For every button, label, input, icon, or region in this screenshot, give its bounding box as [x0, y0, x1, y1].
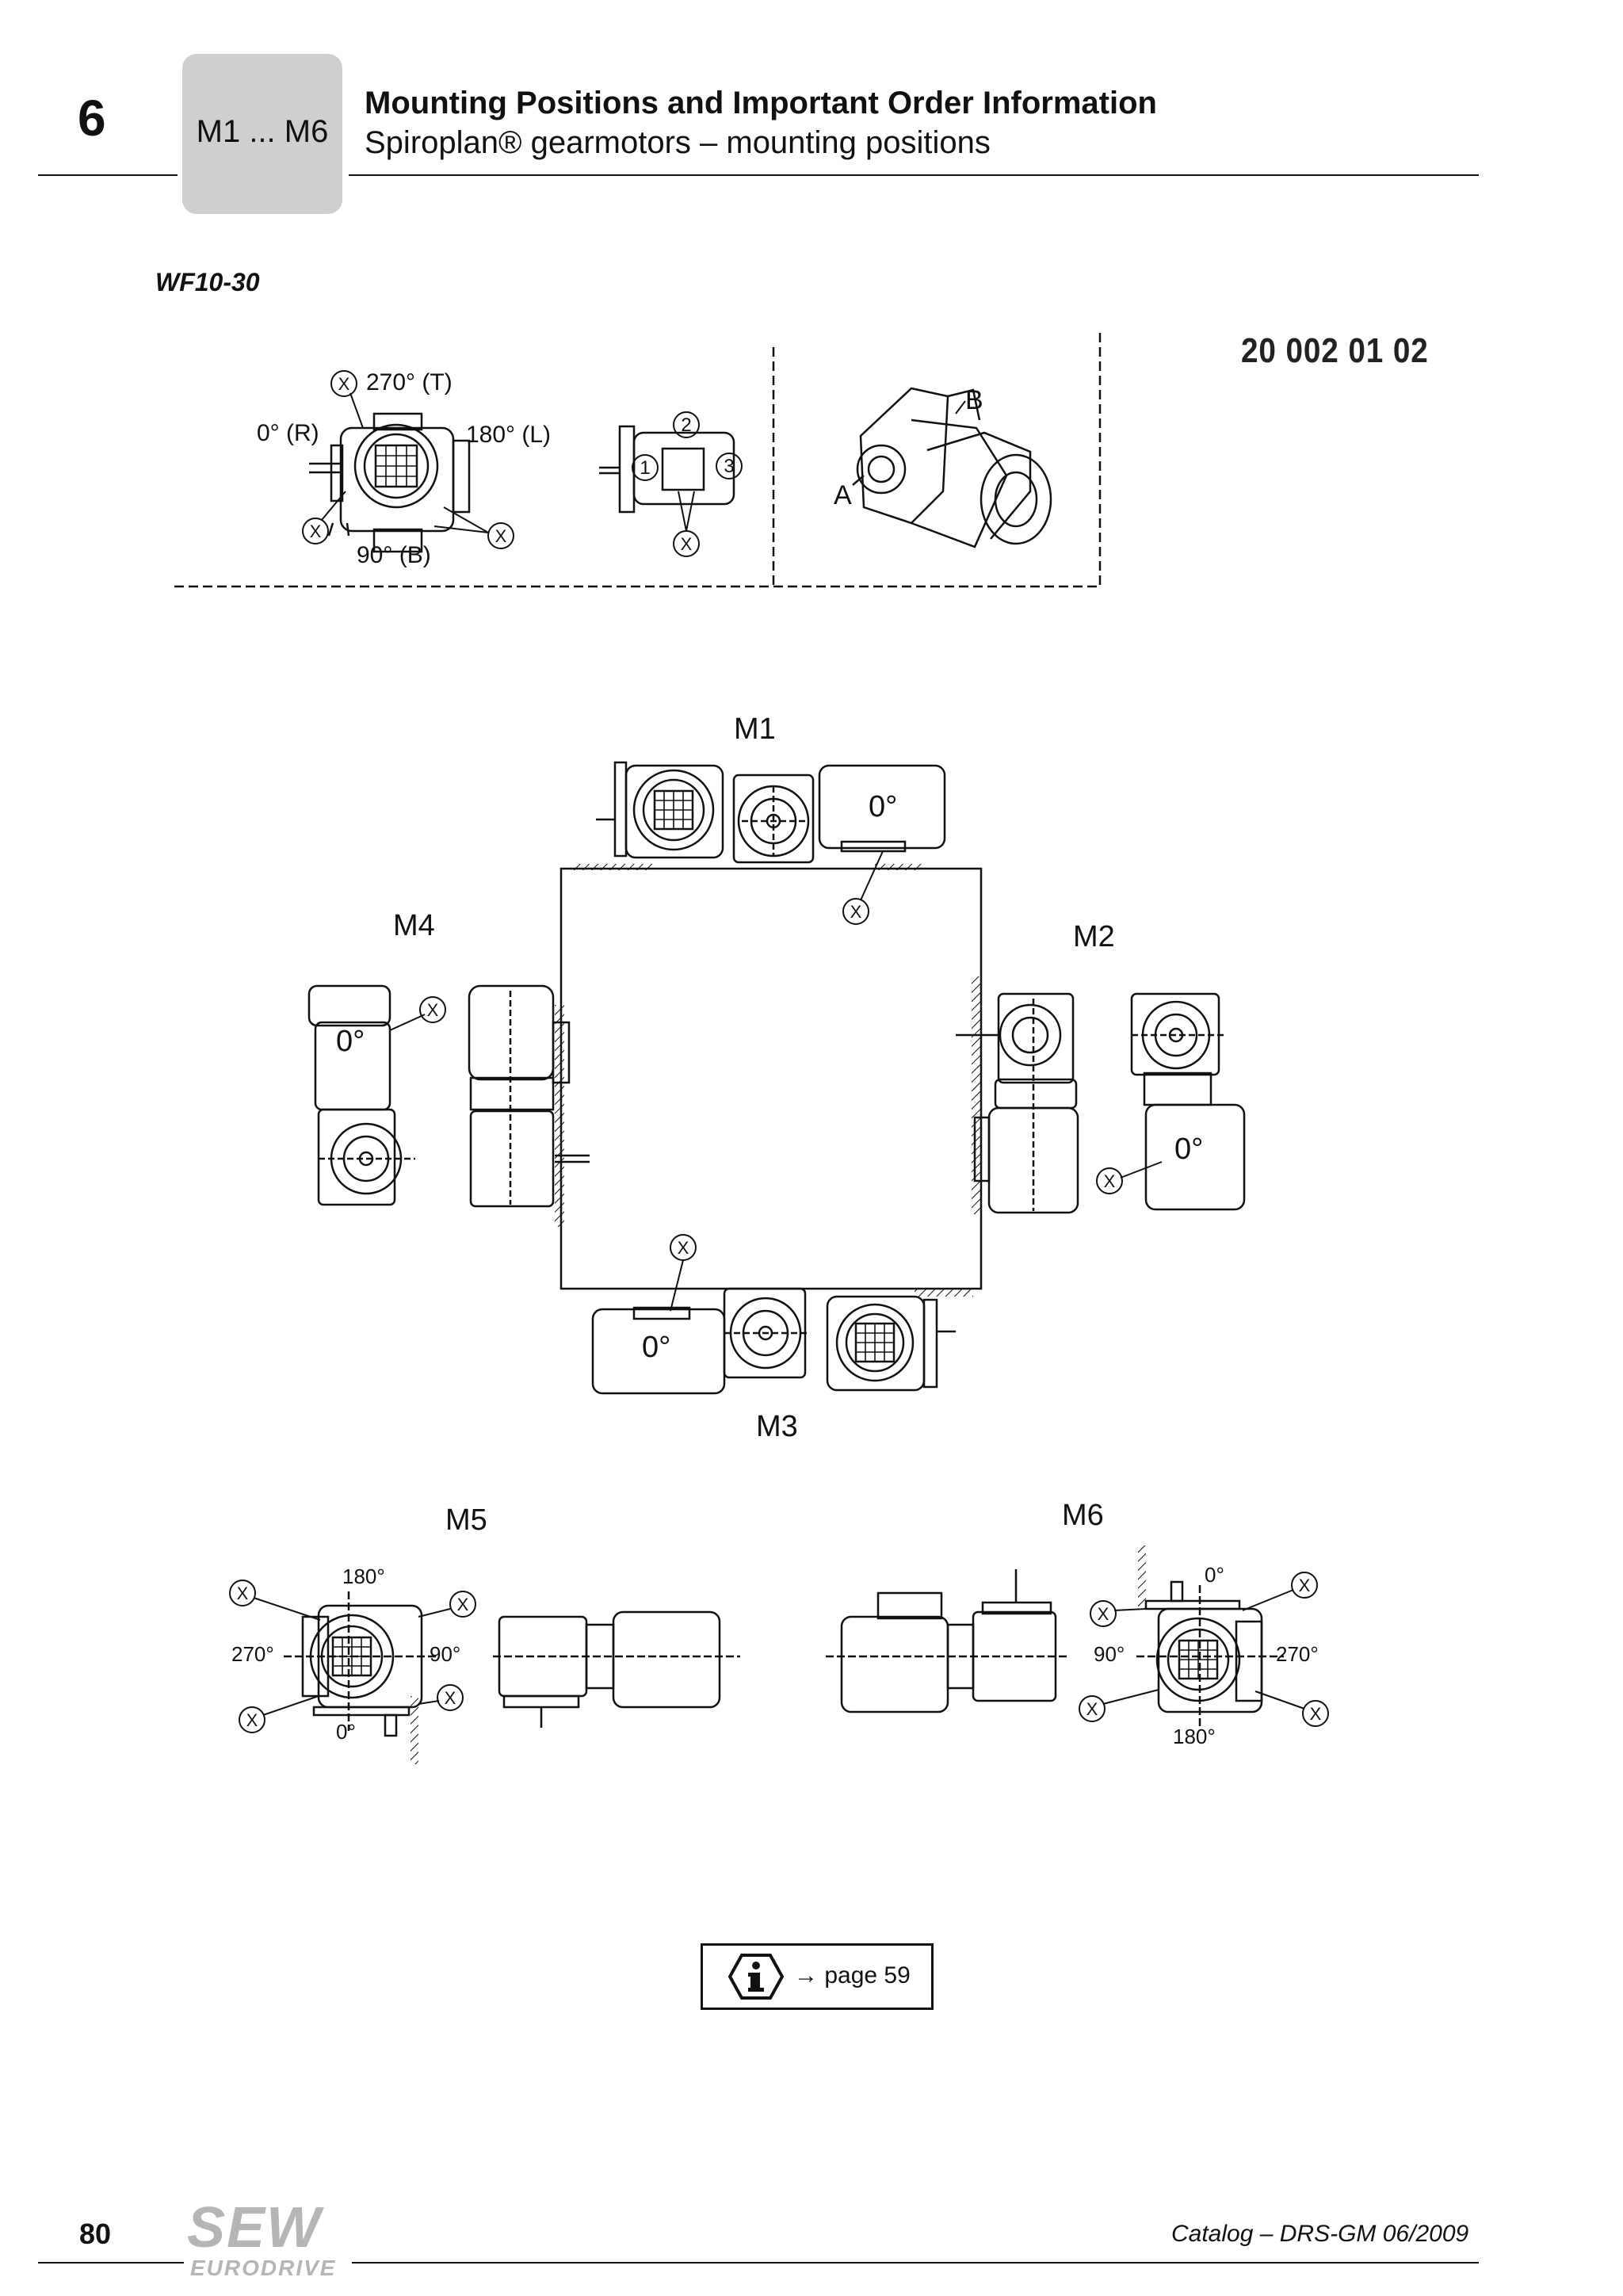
position-m3-label: M3: [756, 1410, 798, 1443]
angle-bottom-label: 90° (B): [357, 542, 431, 568]
x-marker-label: X: [246, 1710, 258, 1730]
x-marker-label: X: [850, 902, 862, 922]
m5-angle-bottom: 0°: [336, 1720, 356, 1744]
company-logo: SEW: [187, 2196, 323, 2260]
m4-group: [307, 984, 590, 1227]
overview-gear-front: [309, 412, 471, 553]
drawing-number: 20 002 01 02: [1241, 331, 1429, 370]
x-marker-label: X: [1299, 1576, 1311, 1595]
chapter-tab-label: M1 ... M6: [196, 114, 329, 149]
page-number: 80: [79, 2218, 112, 2250]
face-number-1: 1: [640, 457, 650, 479]
shaft-side-b-label: B: [965, 385, 983, 415]
angle-right-label: 180° (L): [466, 422, 551, 448]
company-logo-subtext: EURODRIVE: [190, 2256, 337, 2280]
m1-group: [574, 761, 946, 925]
header-rule-right: [349, 174, 1479, 176]
footer-rule-left: [38, 2262, 184, 2264]
face-number-3: 3: [724, 456, 734, 477]
m6-angle-right: 270°: [1276, 1642, 1319, 1666]
chapter-number: 6: [78, 90, 106, 147]
x-marker-label: X: [678, 1238, 689, 1258]
gear-type-label: WF10-30: [155, 268, 260, 296]
x-marker-label: X: [427, 1000, 439, 1020]
x-marker-label: X: [1104, 1171, 1116, 1191]
m6-group: [826, 1545, 1329, 1728]
x-marker-label: X: [1086, 1699, 1098, 1719]
m6-angle-top: 0°: [1205, 1563, 1224, 1587]
x-marker-label: X: [495, 526, 507, 546]
page-title: Mounting Positions and Important Order I…: [365, 86, 1157, 120]
x-marker-label: X: [310, 521, 322, 541]
x-marker-label: X: [1310, 1704, 1322, 1724]
chapter-tab: [182, 54, 342, 214]
m3-group: [591, 1234, 973, 1395]
terminal-box-angle: 0°: [642, 1331, 670, 1364]
terminal-box-angle: 0°: [869, 790, 897, 823]
overview-x-marker-left: [302, 518, 329, 544]
m6-angle-left: 90°: [1094, 1642, 1125, 1666]
overview-frame: [174, 333, 1102, 588]
x-marker-label: X: [237, 1584, 249, 1603]
m5-angle-top: 180°: [342, 1564, 385, 1588]
mounting-surface-block: [559, 867, 983, 1290]
overview-x-marker-right: [487, 522, 514, 549]
x-marker-label: X: [681, 534, 693, 554]
footer-rule-right: [352, 2262, 1479, 2264]
header-rule-left: [38, 174, 178, 176]
m2-group: [956, 976, 1246, 1214]
x-marker-label: X: [457, 1595, 469, 1614]
angle-left-label: 0° (R): [257, 420, 319, 446]
position-m1-label: M1: [734, 712, 776, 746]
info-icon: [727, 1954, 785, 2000]
m6-angle-bottom: 180°: [1173, 1725, 1216, 1748]
m5-angle-left: 270°: [231, 1642, 274, 1666]
angle-top-label: 270° (T): [366, 369, 453, 395]
shaft-side-a-label: A: [834, 480, 852, 510]
x-marker-label: X: [338, 374, 350, 394]
overview-gear-side: [599, 411, 743, 557]
page-subtitle: Spiroplan® gearmotors – mounting positio…: [365, 125, 991, 160]
position-m2-label: M2: [1073, 920, 1115, 953]
m5-group: [229, 1580, 740, 1764]
x-marker-label: X: [445, 1688, 456, 1708]
position-m4-label: M4: [393, 909, 435, 942]
page-reference-link[interactable]: → page 59: [794, 1962, 911, 1988]
terminal-box-angle: 0°: [1174, 1133, 1203, 1166]
position-m5-label: M5: [445, 1503, 487, 1537]
terminal-box-angle: 0°: [336, 1025, 365, 1058]
m5-angle-right: 90°: [430, 1642, 460, 1666]
overview-x-marker-top: [330, 370, 357, 397]
info-reference-box: [701, 1943, 934, 2010]
face-number-2: 2: [681, 415, 691, 436]
catalog-reference: Catalog – DRS-GM 06/2009: [1171, 2221, 1469, 2247]
position-m6-label: M6: [1062, 1499, 1104, 1532]
x-marker-label: X: [1098, 1604, 1109, 1624]
overview-gearmotor-sketch: [852, 387, 1052, 548]
